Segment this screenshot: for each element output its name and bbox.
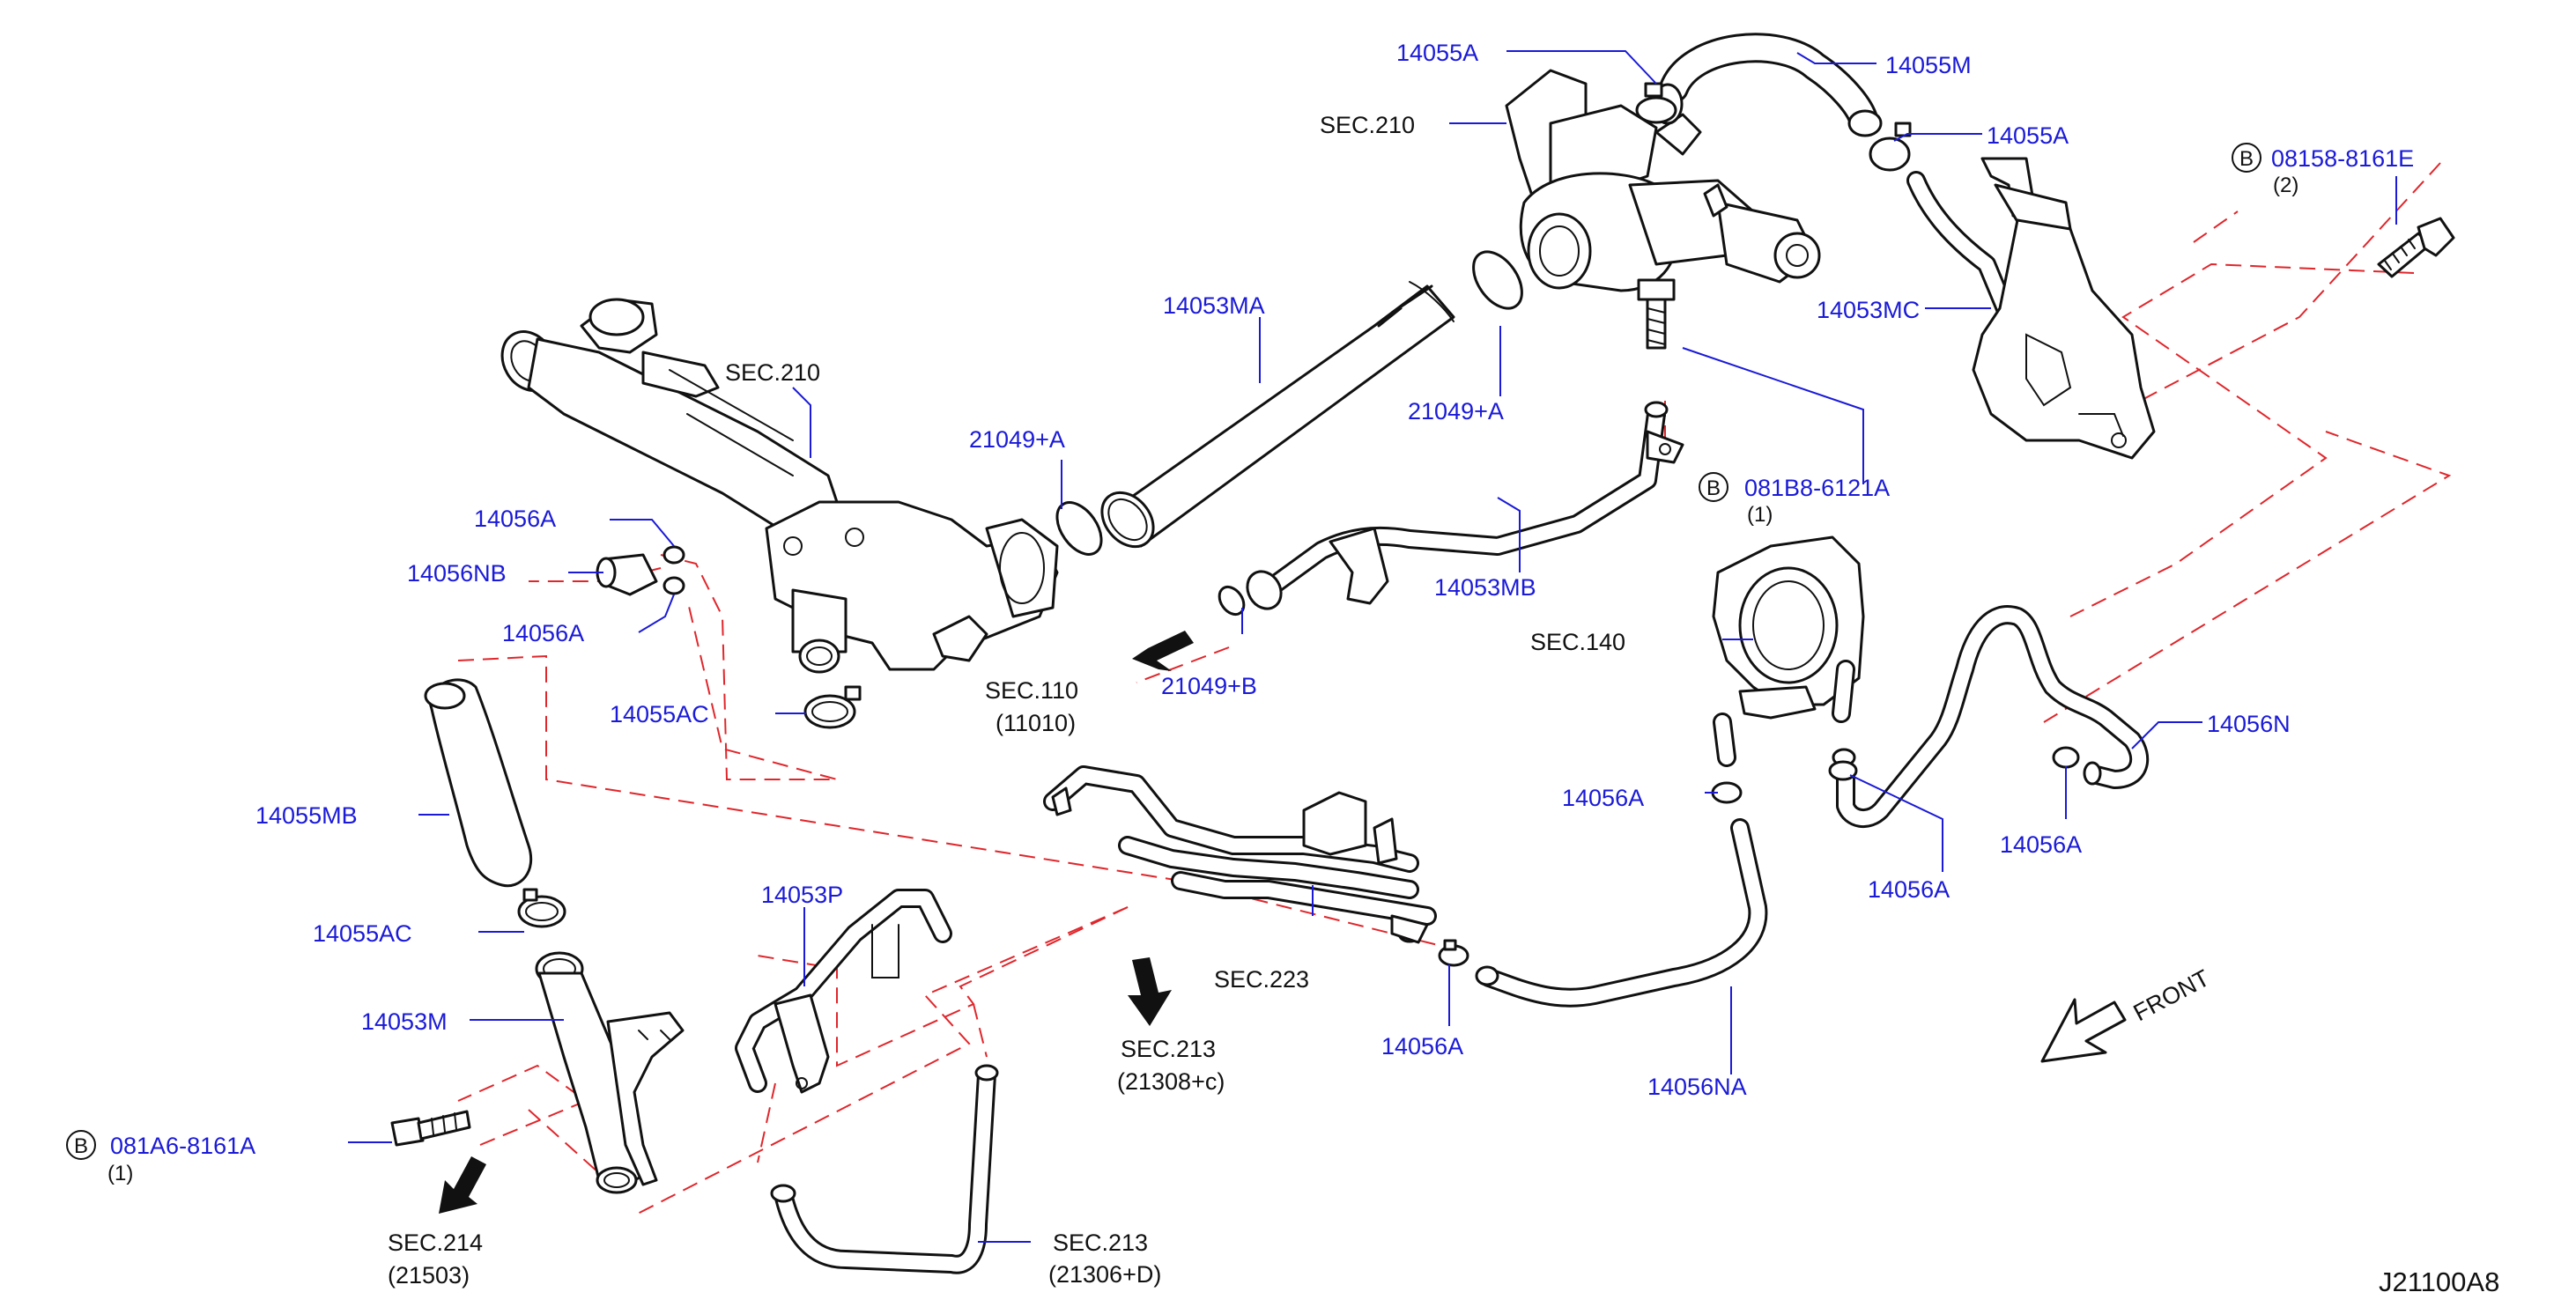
label-sec210-top: SEC.210 (1320, 112, 1415, 138)
oring-21049A-right (1472, 250, 1523, 310)
leader-lines (348, 50, 2397, 1243)
tube-14053MA (1100, 281, 1455, 549)
clamp-14055AC-2 (517, 888, 566, 928)
label-sec213-a-sub: (21308+c) (1117, 1068, 1225, 1095)
labels: 14055A 14055M 14055A B 08158-8161E (2) S… (66, 40, 2499, 1297)
pipe-14053MB (1246, 401, 1684, 610)
label-08158-qty: (2) (2273, 174, 2298, 197)
label-14056NA: 14056NA (1647, 1074, 1747, 1100)
label-14056A-5: 14056A (2000, 831, 2082, 858)
label-14053MB: 14053MB (1434, 574, 1536, 601)
bolt-marker-circle-icon (66, 1130, 96, 1160)
label-sec214: SEC.214 (388, 1229, 483, 1256)
oring-21049A-left (1055, 501, 1103, 556)
oring-21049B (1218, 585, 1246, 617)
label-sec213-a: SEC.213 (1121, 1036, 1216, 1062)
label-14055A-top: 14055A (1396, 40, 1478, 66)
front-arrow-icon (2040, 998, 2127, 1063)
phantom-lines (457, 162, 2452, 1216)
label-14053P: 14053P (761, 882, 843, 908)
label-14056NB: 14056NB (407, 560, 507, 587)
bolt-marker-letter: B (1706, 476, 1721, 500)
label-14053MA: 14053MA (1163, 292, 1265, 319)
clamp-14056A-2 (663, 576, 685, 595)
bolt-081A6-8161A (390, 1110, 471, 1147)
hose-sec213-bottom (770, 1064, 999, 1274)
label-21049A-right: 21049+A (1408, 398, 1504, 425)
label-21049A-left: 21049+A (969, 426, 1065, 453)
label-081B8-qty: (1) (1747, 503, 1773, 527)
front-label: FRONT (2129, 964, 2214, 1026)
label-14056A-2: 14056A (502, 620, 584, 646)
label-14055AC-2: 14055AC (313, 920, 412, 947)
arrow-sec214 (439, 1156, 486, 1214)
label-sec213-b: SEC.213 (1053, 1229, 1148, 1256)
clamp-14056A-5 (2052, 746, 2080, 769)
label-14053MC: 14053MC (1817, 297, 1920, 323)
bolt-marker-circle-icon (1699, 472, 1728, 502)
clamp-14056A-1 (663, 545, 685, 565)
throttle-body-sec140 (1712, 535, 1865, 767)
bolt-marker-letter: B (2239, 147, 2254, 171)
label-081B8-6121A: 081B8-6121A (1744, 475, 1890, 501)
label-14055AC-1: 14055AC (610, 701, 709, 727)
water-outlet-left (500, 298, 1059, 674)
label-14056A-4: 14056A (1868, 876, 1950, 903)
label-14056N: 14056N (2207, 711, 2291, 737)
bolt-callout-081A6: B 081A6-8161A (1) (66, 1130, 255, 1185)
bolt-08158-8161E (2377, 217, 2455, 278)
label-sec210-left: SEC.210 (725, 359, 820, 386)
label-14055MB: 14055MB (255, 802, 358, 829)
label-14055A-right: 14055A (1987, 122, 2069, 149)
clamp-14055A-top (1635, 82, 1677, 124)
label-14056A-1: 14056A (474, 506, 556, 532)
label-sec223: SEC.223 (1214, 966, 1309, 993)
label-14055M: 14055M (1885, 52, 1972, 78)
label-sec140: SEC.140 (1530, 629, 1625, 655)
label-14056A-3: 14056A (1562, 785, 1644, 811)
arrow-sec110 (1132, 631, 1194, 671)
hose-14056NA (1475, 818, 1768, 1008)
hose-14056NB (596, 553, 658, 596)
clamp-14056A-4 (1828, 760, 1858, 781)
label-14056A-6: 14056A (1381, 1033, 1463, 1060)
bolt-marker-letter: B (74, 1134, 88, 1158)
label-14053M: 14053M (361, 1008, 448, 1035)
bolt-081B8-6121A (1637, 278, 1676, 350)
clamp-14055A-right (1869, 122, 1912, 172)
bolt-marker-circle-icon (2232, 143, 2261, 173)
bolt-callout-08158: B 08158-8161E (2) (2232, 143, 2414, 197)
clamp-14055AC-1 (803, 685, 862, 729)
label-sec110-sub: (11010) (996, 710, 1076, 736)
hose-14055MB (424, 678, 533, 888)
hose-14056N (1832, 605, 2150, 828)
bolt-callout-081B8: B 081B8-6121A (1) (1699, 472, 1890, 527)
pipe-14053MC (1906, 157, 2156, 460)
label-08158-8161E: 08158-8161E (2271, 145, 2414, 172)
arrow-sec213 (1128, 957, 1172, 1026)
label-081A6-qty: (1) (107, 1162, 133, 1185)
label-081A6-8161A: 081A6-8161A (110, 1133, 255, 1159)
label-21049B: 21049+B (1161, 673, 1257, 699)
clamp-14056A-6 (1438, 939, 1469, 967)
diagram-code: J21100A8 (2379, 1266, 2499, 1297)
water-outlet-top (1505, 69, 1821, 292)
label-sec110: SEC.110 (985, 677, 1078, 704)
label-sec213-b-sub: (21306+D) (1048, 1261, 1161, 1288)
label-sec214-sub: (21503) (388, 1262, 470, 1289)
pipe-14053M (535, 951, 685, 1194)
pipe-assembly-sec223 (1043, 765, 1437, 944)
pipe-14053P (735, 889, 952, 1094)
